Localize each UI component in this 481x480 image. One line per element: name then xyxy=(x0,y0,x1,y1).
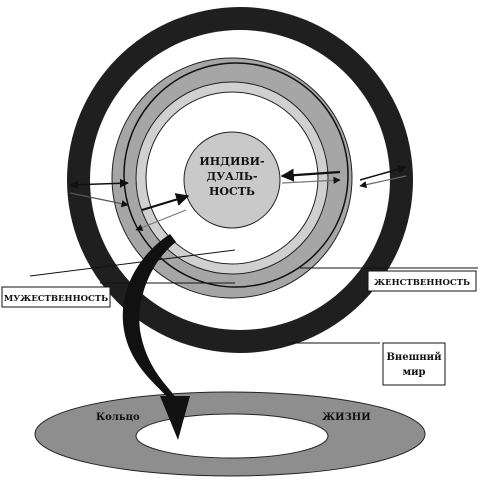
outer-world-line1: Внешний xyxy=(386,352,442,363)
life-ring-label-left: Кольцо xyxy=(96,412,140,423)
left-arrow-lower xyxy=(69,192,129,208)
outer-world-box xyxy=(382,342,446,386)
center-right-arrow-dark xyxy=(280,168,341,182)
femininity-box xyxy=(367,270,477,292)
masculinity-label: МУЖЕСТВЕННОСТЬ xyxy=(4,294,108,304)
center-label-line2: ДУАЛЬ- xyxy=(206,170,257,183)
life-ring-hole xyxy=(135,413,329,459)
middle-ring-line xyxy=(123,62,349,288)
outer-world-line2: мир xyxy=(402,367,425,378)
descent-arrow-head xyxy=(160,396,190,440)
left-arrow-upper xyxy=(69,178,129,190)
life-ring-label-right: ЖИЗНИ xyxy=(322,412,371,423)
masculinity-box xyxy=(1,286,111,308)
center-label-line1: ИНДИВИ- xyxy=(199,155,264,168)
center-label-line3: НОСТЬ xyxy=(209,185,255,198)
center-right-arrow-light xyxy=(281,176,341,184)
center-disc xyxy=(183,131,281,229)
descent-arrow-shaft xyxy=(122,234,176,400)
femininity-label: ЖЕНСТВЕННОСТЬ xyxy=(374,278,470,288)
center-left-arrow-dark xyxy=(141,193,190,212)
center-left-arrow-light xyxy=(135,209,187,231)
right-arrow-lower xyxy=(359,175,407,189)
right-arrow-upper xyxy=(359,164,407,181)
masculinity-leader-1 xyxy=(29,249,236,277)
